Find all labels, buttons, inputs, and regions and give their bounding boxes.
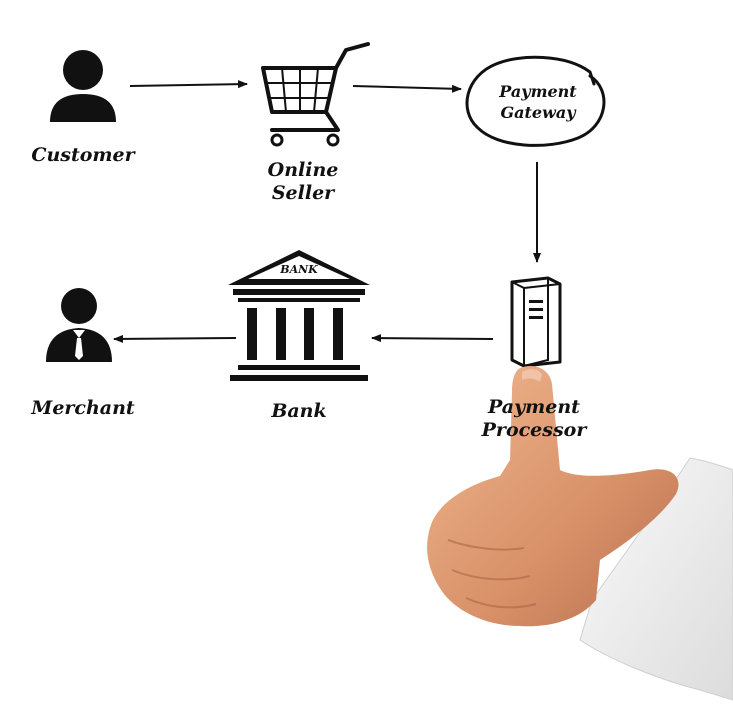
bank-label: Bank xyxy=(271,400,327,422)
customer-label: Customer xyxy=(31,144,135,166)
arrow-processor-to-bank xyxy=(371,334,494,343)
customer-icon xyxy=(50,50,116,122)
bank-icon xyxy=(228,250,370,381)
payment-processor-label-line2: Processor xyxy=(481,419,587,441)
arrow-bank-to-merchant xyxy=(113,334,237,343)
online-seller-label-line1: Online xyxy=(267,159,339,181)
arrow-seller-to-gateway xyxy=(352,84,462,93)
online-seller-label-line2: Seller xyxy=(271,182,335,204)
payment-gateway-ellipse xyxy=(465,55,606,147)
server-icon xyxy=(510,276,562,368)
payment-processor-label-line1: Payment xyxy=(488,396,580,418)
payment-gateway-label-line2: Gateway xyxy=(500,103,576,122)
shopping-cart-icon xyxy=(261,42,370,147)
merchant-icon xyxy=(46,288,112,362)
merchant-label: Merchant xyxy=(31,397,135,419)
arrow-customer-to-seller xyxy=(129,80,248,89)
payment-gateway-label-line1: Payment xyxy=(499,82,577,101)
pointing-hand-image xyxy=(427,365,733,701)
hand xyxy=(427,365,679,627)
bank-sign-text: BANK xyxy=(280,263,318,276)
